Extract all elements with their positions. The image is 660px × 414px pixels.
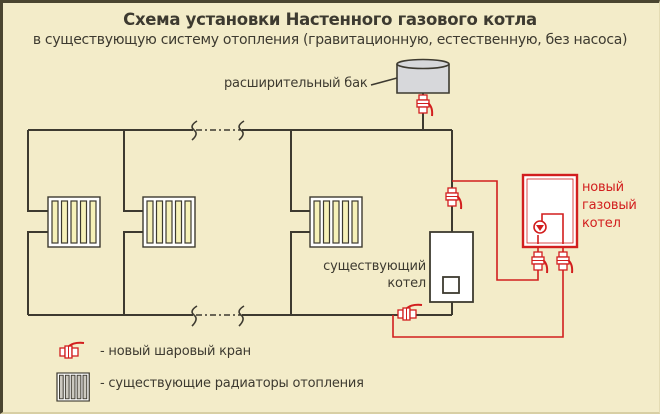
ball-valve-new-supply [531, 251, 549, 274]
expansion-tank-label: расширительный бак [224, 76, 368, 91]
pipe-break-top [191, 120, 245, 141]
diagram-subtitle: в существующую систему отопления (гравит… [32, 32, 628, 48]
expansion-tank [396, 58, 450, 94]
pipe-break-bottom [191, 305, 245, 327]
riser-2-upper [123, 130, 143, 212]
diagram-title: Схема установки Настенного газового котл… [123, 10, 537, 29]
legend-ball-valve-text: - новый шаровый кран [100, 344, 251, 359]
expansion-tank-leader [370, 77, 398, 86]
new-boiler-label-line2: газовый [582, 198, 637, 213]
ball-valve-existing-supply [445, 187, 463, 210]
ball-valve-tank [416, 94, 434, 117]
riser-2-lower [123, 231, 143, 315]
riser-3-upper [290, 130, 310, 212]
ball-valve-new-return [556, 251, 574, 274]
radiator-icon [56, 372, 90, 402]
riser-1-upper [27, 130, 48, 212]
riser-3-lower [290, 231, 310, 315]
legend-radiator-text: - существующие радиаторы отопления [100, 376, 364, 391]
existing-boiler-label-line1: существующий [323, 259, 426, 274]
radiator-1 [47, 196, 101, 248]
ball-valve-icon [59, 341, 85, 359]
new-boiler-label-line3: котел [582, 216, 621, 231]
existing-pipes [27, 84, 453, 316]
existing-boiler [429, 231, 474, 303]
radiator-3 [309, 196, 363, 248]
riser-1-lower [27, 231, 48, 315]
existing-boiler-label-line2: котел [387, 276, 426, 291]
ball-valve-existing-return [397, 303, 423, 321]
radiator-2 [142, 196, 196, 248]
new-boiler-label-line1: новый [582, 180, 624, 195]
new-gas-boiler [521, 173, 579, 249]
new-return-pipe [392, 258, 564, 338]
new-supply-pipe [452, 180, 539, 281]
